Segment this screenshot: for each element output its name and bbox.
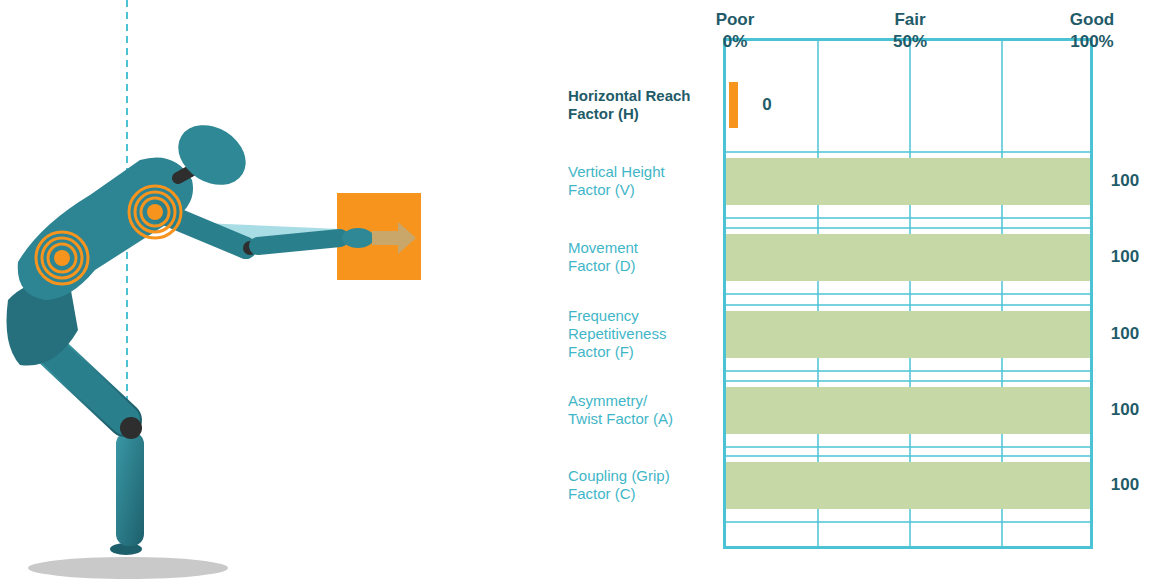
forearm — [258, 238, 340, 246]
factor-value: 100 — [1111, 324, 1139, 344]
hand — [342, 228, 374, 248]
scale-label: 0% — [723, 32, 748, 52]
pain-marker — [129, 186, 181, 238]
pain-marker — [36, 232, 88, 284]
score-bar — [726, 158, 1090, 205]
upper-leg — [45, 345, 125, 420]
upper-leg — [45, 345, 125, 420]
factor-label: Asymmetry/ Twist Factor (A) — [568, 392, 680, 428]
factor-label: Movement Factor (D) — [568, 239, 668, 275]
factor-value: 100 — [1111, 247, 1139, 267]
ground-shadow — [28, 557, 228, 579]
scale-label: Good — [1070, 10, 1114, 30]
factor-value: 100 — [1111, 171, 1139, 191]
factor-label: Frequency Repetitiveness Factor (F) — [568, 307, 698, 361]
score-bar — [729, 82, 738, 128]
load-box — [337, 193, 421, 280]
score-bar — [726, 387, 1090, 434]
factor-label: Coupling (Grip) Factor (C) — [568, 467, 698, 503]
factor-value: 0 — [762, 95, 771, 115]
reach-arrow — [372, 222, 416, 254]
factor-label: Vertical Height Factor (V) — [568, 163, 698, 199]
scale-label: Poor — [716, 10, 755, 30]
chart-grid — [723, 38, 1092, 548]
factor-value: 100 — [1111, 400, 1139, 420]
torso — [18, 158, 193, 301]
lower-leg — [116, 432, 144, 546]
score-bar — [726, 311, 1090, 358]
head — [167, 113, 257, 197]
score-bar — [726, 462, 1090, 509]
knee-joint — [120, 417, 142, 439]
scale-label: 50% — [893, 32, 927, 52]
factor-value: 100 — [1111, 475, 1139, 495]
chart-frame — [725, 40, 1092, 548]
factor-label: Horizontal Reach Factor (H) — [568, 87, 693, 123]
score-bar — [726, 234, 1090, 281]
scale-label: 100% — [1070, 32, 1113, 52]
scale-label: Fair — [894, 10, 925, 30]
